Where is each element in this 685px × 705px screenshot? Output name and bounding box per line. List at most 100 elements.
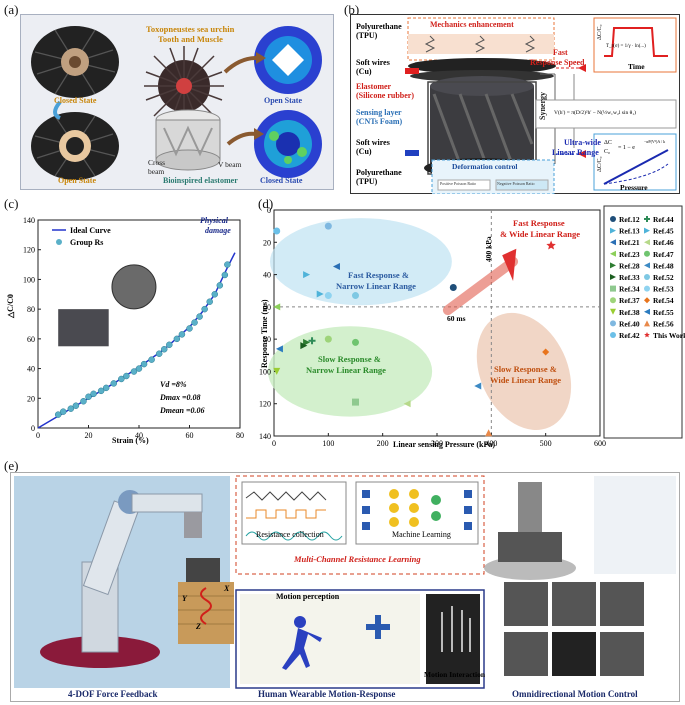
- d-point: [644, 216, 650, 222]
- physical-damage-2: damage: [205, 226, 231, 235]
- group-rs-point: [135, 365, 143, 372]
- region-fast-narrow-2: Narrow Linear Range: [336, 281, 416, 291]
- d-point: [610, 239, 616, 246]
- d-point: [610, 332, 616, 338]
- d-point: [644, 332, 650, 338]
- d-point: [324, 292, 332, 300]
- d-point: [546, 240, 556, 250]
- group-rs-point: [72, 402, 80, 409]
- sensing-1: Sensing layer: [356, 108, 402, 117]
- group-rs-point: [186, 325, 193, 332]
- equation-3-exponent: −αP(Vᵈ)A / k: [644, 139, 666, 144]
- d-legend-label: Ref.48: [653, 261, 674, 270]
- soft-wires-top-2: (Cu): [356, 67, 372, 76]
- d-point: [449, 283, 457, 291]
- c-ytick-label: 120: [23, 246, 35, 255]
- slow-wide-region: [476, 312, 572, 430]
- d-xtick-label: 400: [485, 439, 497, 448]
- d-point: [610, 320, 616, 327]
- neg-ratio-label: Negative Poisson Ratio: [497, 181, 535, 186]
- d-point: [273, 367, 281, 375]
- physical-damage-1: Physical: [200, 216, 228, 225]
- slow-narrow-region: [268, 326, 433, 417]
- c-ytick-label: 40: [27, 365, 35, 374]
- d-ytick-label: 100: [259, 367, 271, 376]
- synergy-label: Synergy: [538, 92, 547, 120]
- c-ytick-label: 140: [23, 216, 35, 225]
- d-legend-label: Ref.56: [653, 319, 674, 328]
- region-slow-narrow-2: Narrow Linear Range: [306, 365, 386, 375]
- group-rs-point: [148, 356, 155, 363]
- legend-group: Group Rs: [70, 238, 104, 247]
- fast-response-curve: [604, 27, 668, 57]
- equation-3a: ΔC: [604, 140, 612, 146]
- open-state-image: [31, 112, 119, 180]
- panel-a-art: [31, 26, 322, 180]
- d-legend-label: Ref.52: [653, 273, 674, 282]
- resistance-label: Resistance collection: [256, 530, 324, 539]
- motion-perception-label: Motion perception: [276, 592, 340, 601]
- cross-beam-label-1: Cross: [148, 158, 166, 167]
- d-xtick-label: 500: [540, 439, 552, 448]
- caption-mid: Human Wearable Motion-Response: [258, 689, 396, 699]
- d-ytick-label: 40: [263, 271, 271, 280]
- d-legend-label: Ref.40: [619, 319, 640, 328]
- pos-ratio-label: Positive Poisson Ratio: [440, 181, 477, 186]
- d-point: [610, 285, 616, 292]
- axis-y-label: Y: [182, 594, 187, 603]
- tpu-top-2: (TPU): [356, 31, 378, 40]
- d-point: [542, 348, 550, 356]
- d-point: [644, 239, 650, 246]
- d-point: [644, 297, 650, 304]
- c-xtick-label: 80: [236, 431, 244, 440]
- d-point: [610, 308, 616, 315]
- panel-a-label: (a): [4, 2, 19, 17]
- d-point: [324, 335, 332, 343]
- d-ytick-label: 140: [259, 432, 271, 441]
- dmax-label: Dmax =0.08: [160, 393, 201, 402]
- group-rs-point: [166, 341, 173, 349]
- d-ytick-label: 120: [259, 400, 271, 409]
- group-rs-point: [97, 387, 105, 395]
- arrow-top: [223, 56, 257, 74]
- group-rs-point: [123, 372, 130, 380]
- group-rs-point: [140, 360, 148, 368]
- d-legend-label: Ref.34: [619, 285, 640, 294]
- d-point: [610, 227, 616, 234]
- c-xtick-label: 20: [85, 431, 93, 440]
- closed-state-label-right: Closed State: [260, 176, 303, 185]
- d-point: [610, 297, 616, 304]
- time-axis-label: Time: [628, 62, 645, 71]
- legend-ideal: Ideal Curve: [70, 226, 111, 235]
- runner-image: [282, 616, 322, 670]
- line-60ms: 60 ms: [447, 314, 466, 323]
- d-xtick-label: 200: [377, 439, 389, 448]
- d-point: [275, 345, 283, 353]
- ultra-1: Ultra-wide: [564, 138, 601, 147]
- d-xtick-label: 300: [431, 439, 443, 448]
- d-point: [644, 227, 650, 234]
- ultra-2: Linear Range: [552, 148, 599, 157]
- d-arrow-shaft: [442, 256, 519, 316]
- signal-2: [246, 509, 326, 519]
- arrow-bottom: [226, 131, 257, 146]
- closed-state-sim-image: [254, 110, 322, 178]
- ml-label: Machine Learning: [392, 530, 451, 539]
- panel-b-label: (b): [344, 2, 360, 17]
- c-ytick-label: 100: [23, 275, 35, 284]
- group-rs-point: [161, 346, 168, 353]
- d-point: [610, 216, 616, 222]
- urchin-title-1: Toxopneustes sea urchin: [146, 24, 235, 34]
- d-point: [352, 338, 359, 346]
- group-rs-point: [118, 375, 125, 383]
- d-point: [403, 400, 411, 408]
- d-xtick-label: 600: [594, 439, 606, 448]
- d-legend-box: [603, 205, 683, 439]
- motion-interaction-label: Motion Interaction: [424, 670, 486, 679]
- caption-right: Omnidirectional Motion Control: [512, 689, 638, 699]
- group-rs-point: [155, 350, 163, 357]
- d-point: [610, 274, 616, 280]
- d-point: [303, 338, 311, 346]
- line-400kpa: 400 kPa: [484, 236, 493, 262]
- closed-state-top-image: [31, 26, 119, 98]
